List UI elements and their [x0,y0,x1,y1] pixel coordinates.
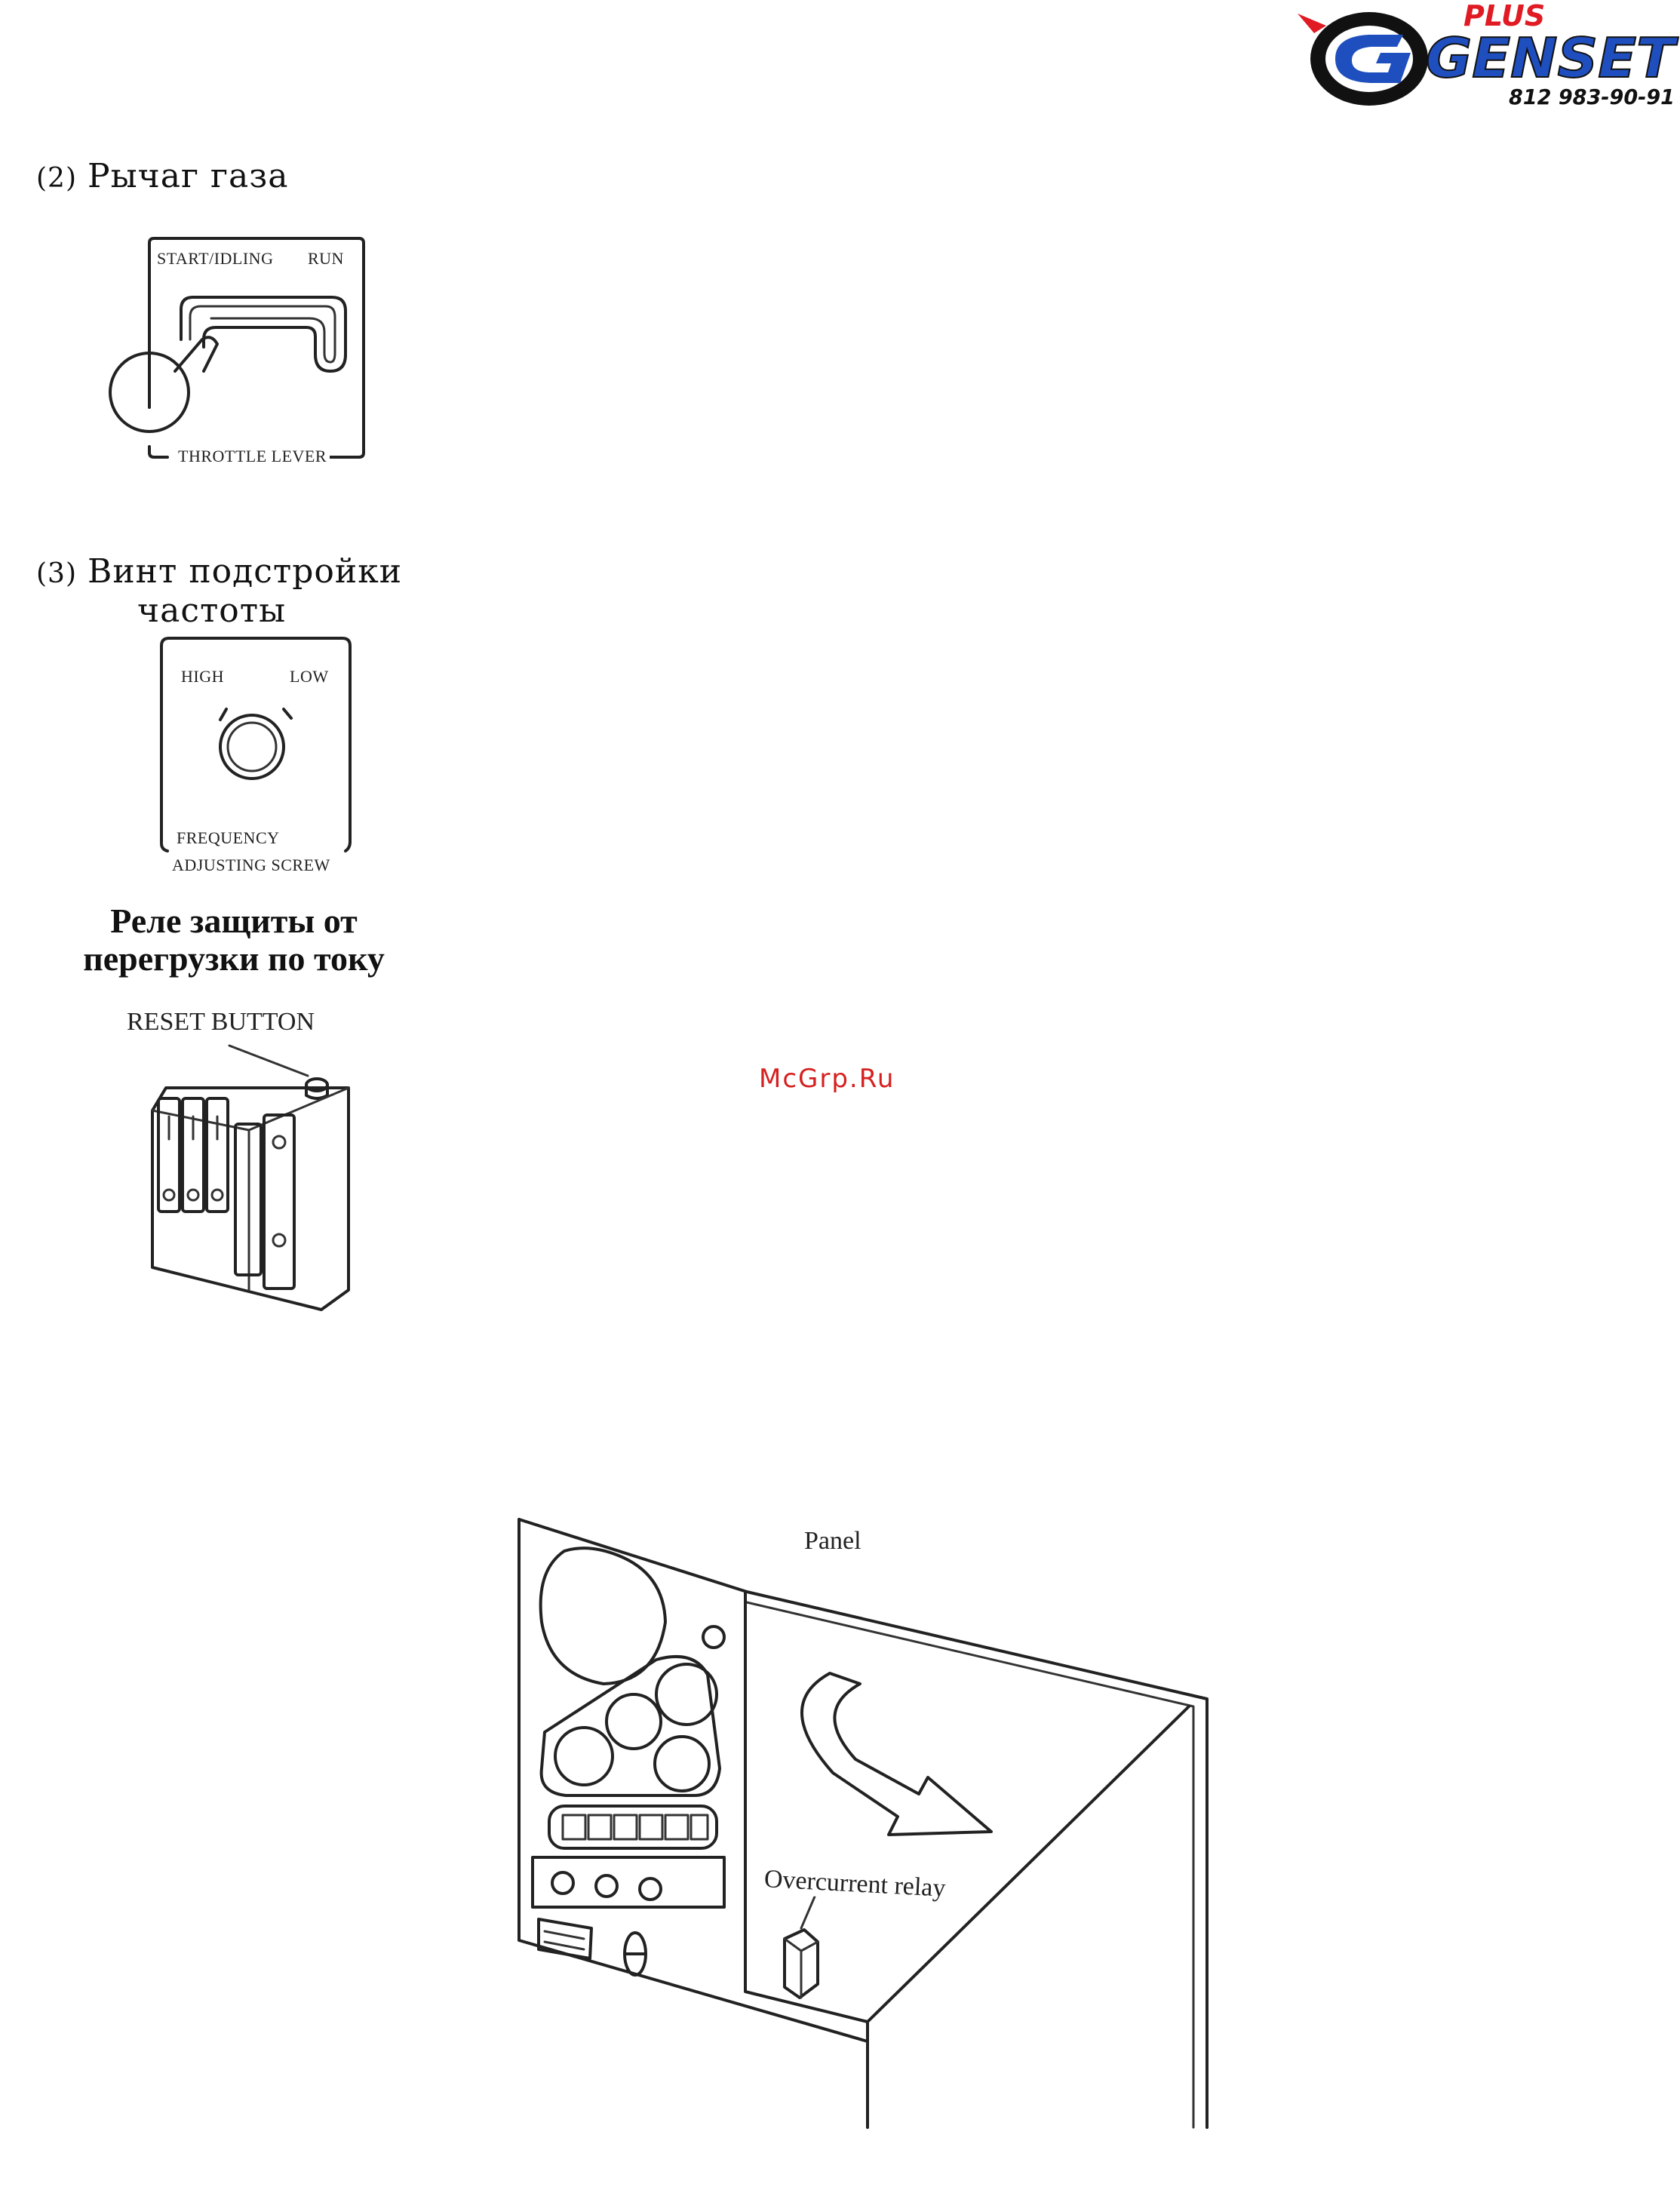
panel-door-diagonal [868,1706,1189,2022]
relay-unit-drawing [136,1041,362,1320]
relay-section-heading: Реле защиты от перегрузки по току [45,902,422,978]
open-direction-arrow-icon [802,1673,991,1835]
low-label: LOW [290,667,329,687]
throttle-plate-outline [149,238,364,457]
section3-title-line2: частоты [137,591,286,631]
run-label: RUN [308,249,344,269]
screw-icon [273,1136,285,1148]
panel-top-edge [519,1519,747,1592]
gauge-large-icon [541,1548,665,1684]
panel-door-frame [747,1592,1207,2127]
switch-cell [563,1815,585,1839]
switch-cell [614,1815,637,1839]
switch-cell [588,1815,611,1839]
section2-number: (2) [36,163,77,194]
frequency-screw-diagram: HIGH LOW FREQUENCY ADJUSTING SCREW [151,631,362,887]
logo-genset-text: GENSET [1426,26,1678,90]
gauge-round-icon [555,1728,613,1785]
gauge-cluster-outline [542,1657,720,1795]
high-label: HIGH [181,667,224,687]
throttle-lever-drawing [106,234,377,475]
gauge-round-icon [607,1694,661,1749]
screw-icon [164,1190,174,1200]
screw-icon [188,1190,198,1200]
switch-cell [640,1815,662,1839]
panel-figure: Panel Overcurrent relay [505,1509,1260,2135]
lamp-row-outline [533,1857,724,1907]
logo-arrow-icon [1298,14,1326,33]
throttle-slot-outer [181,297,346,371]
watermark-text: McGrp.Ru [759,1064,895,1094]
genset-logo-graphic: PLUS GENSET 812 983-90-91 [1282,0,1680,113]
throttle-lever-label: THROTTLE LEVER [175,447,330,466]
relay-title-line2: перегрузки по току [45,940,422,978]
section2-heading: (2) Рычаг газа [36,157,289,198]
section2-title: Рычаг газа [88,157,289,195]
lamp-icon [596,1875,617,1897]
screw-icon [212,1190,223,1200]
panel-drawing [505,1509,1260,2135]
relay-terminal-5 [264,1115,294,1289]
gauge-round-icon [656,1664,717,1725]
frequency-screw-head-icon [228,723,276,771]
adjusting-screw-label: ADJUSTING SCREW [172,855,330,875]
emergency-button-icon [655,1737,709,1791]
genset-logo: PLUS GENSET 812 983-90-91 [1282,0,1680,113]
reset-button-label: RESET BUTTON [127,1008,315,1037]
relay-unit-diagram [136,1041,362,1320]
throttle-lever-diagram: START/IDLING RUN THROTTLE LEVER [106,234,377,475]
frequency-screw-ring [220,715,284,779]
lamp-icon [552,1872,573,1894]
frequency-label: FREQUENCY [177,828,280,848]
panel-label: Panel [804,1527,861,1556]
panel-door-inner-edge [745,1592,868,2022]
logo-phone-text: 812 983-90-91 [1509,84,1675,109]
throttle-lever-arm [175,337,217,371]
relay-title-line1: Реле защиты от [45,902,422,940]
switch-cell [691,1815,708,1839]
section3-number: (3) [36,558,77,589]
screw-icon [273,1234,285,1246]
lamp-icon [640,1878,661,1900]
section3-heading: (3) Винт подстройки [36,552,402,594]
section3-title-line1: Винт подстройки [88,552,402,591]
start-idling-label: START/IDLING [157,249,273,269]
switch-cell [665,1815,688,1839]
indicator-lamp-icon [703,1626,724,1648]
